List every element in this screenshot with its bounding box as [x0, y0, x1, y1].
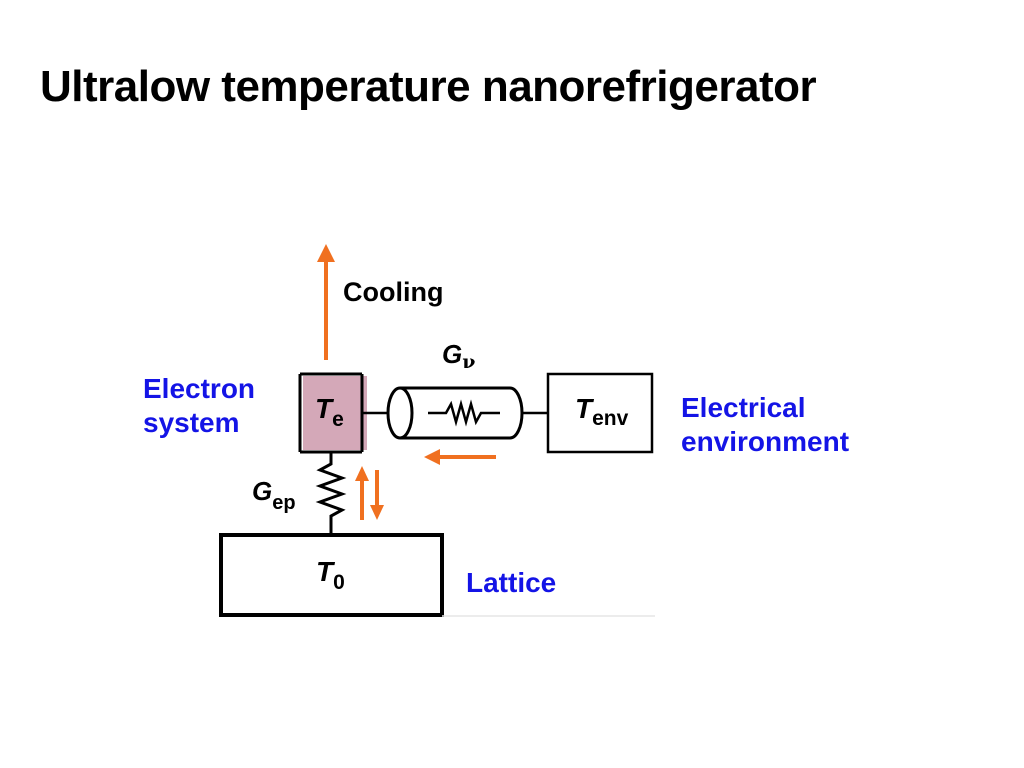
electrical-environment-label-line2: environment [681, 426, 850, 457]
lattice-box [219, 533, 444, 617]
exchange-arrow-up [355, 466, 369, 520]
symbol-gep-main: G [252, 476, 273, 506]
exchange-arrow-down [370, 470, 384, 520]
heat-flow-arrow-left [424, 449, 496, 465]
cooling-arrow [317, 244, 335, 360]
symbol-tenv-main: T [575, 393, 593, 424]
cooling-label: Cooling [343, 277, 444, 307]
symbol-t0: T0 [316, 556, 345, 594]
slide-title: Ultralow temperature nanorefrigerator [40, 62, 817, 111]
electron-system-label-line1: Electron [143, 373, 256, 404]
symbol-te-sub: e [332, 408, 344, 431]
symbol-gep: Gep [252, 476, 296, 514]
symbol-t0-sub: 0 [333, 571, 345, 594]
symbol-gv: Gν [442, 339, 476, 373]
electron-system-box [298, 372, 367, 454]
environment-box [546, 372, 654, 454]
symbol-tenv-sub: env [592, 407, 629, 430]
symbol-t0-main: T [316, 556, 334, 587]
electrical-environment-label-line1: Electrical [681, 392, 806, 423]
resistor-gep [315, 452, 347, 534]
symbol-tenv: Tenv [575, 393, 628, 430]
lattice-label: Lattice [466, 567, 557, 598]
electron-system-label-line2: system [143, 407, 240, 438]
coupling-cylinder [386, 386, 524, 440]
resistor-gv [428, 399, 500, 427]
symbol-te-main: T [315, 393, 333, 424]
symbol-gv-main: G [442, 339, 463, 369]
symbol-gv-sub: ν [462, 351, 476, 373]
electrical-environment-label: Electrical environment [681, 391, 849, 459]
symbol-te: Te [315, 393, 344, 431]
electron-system-label: Electron system [143, 372, 255, 440]
symbol-gep-sub: ep [272, 492, 296, 514]
